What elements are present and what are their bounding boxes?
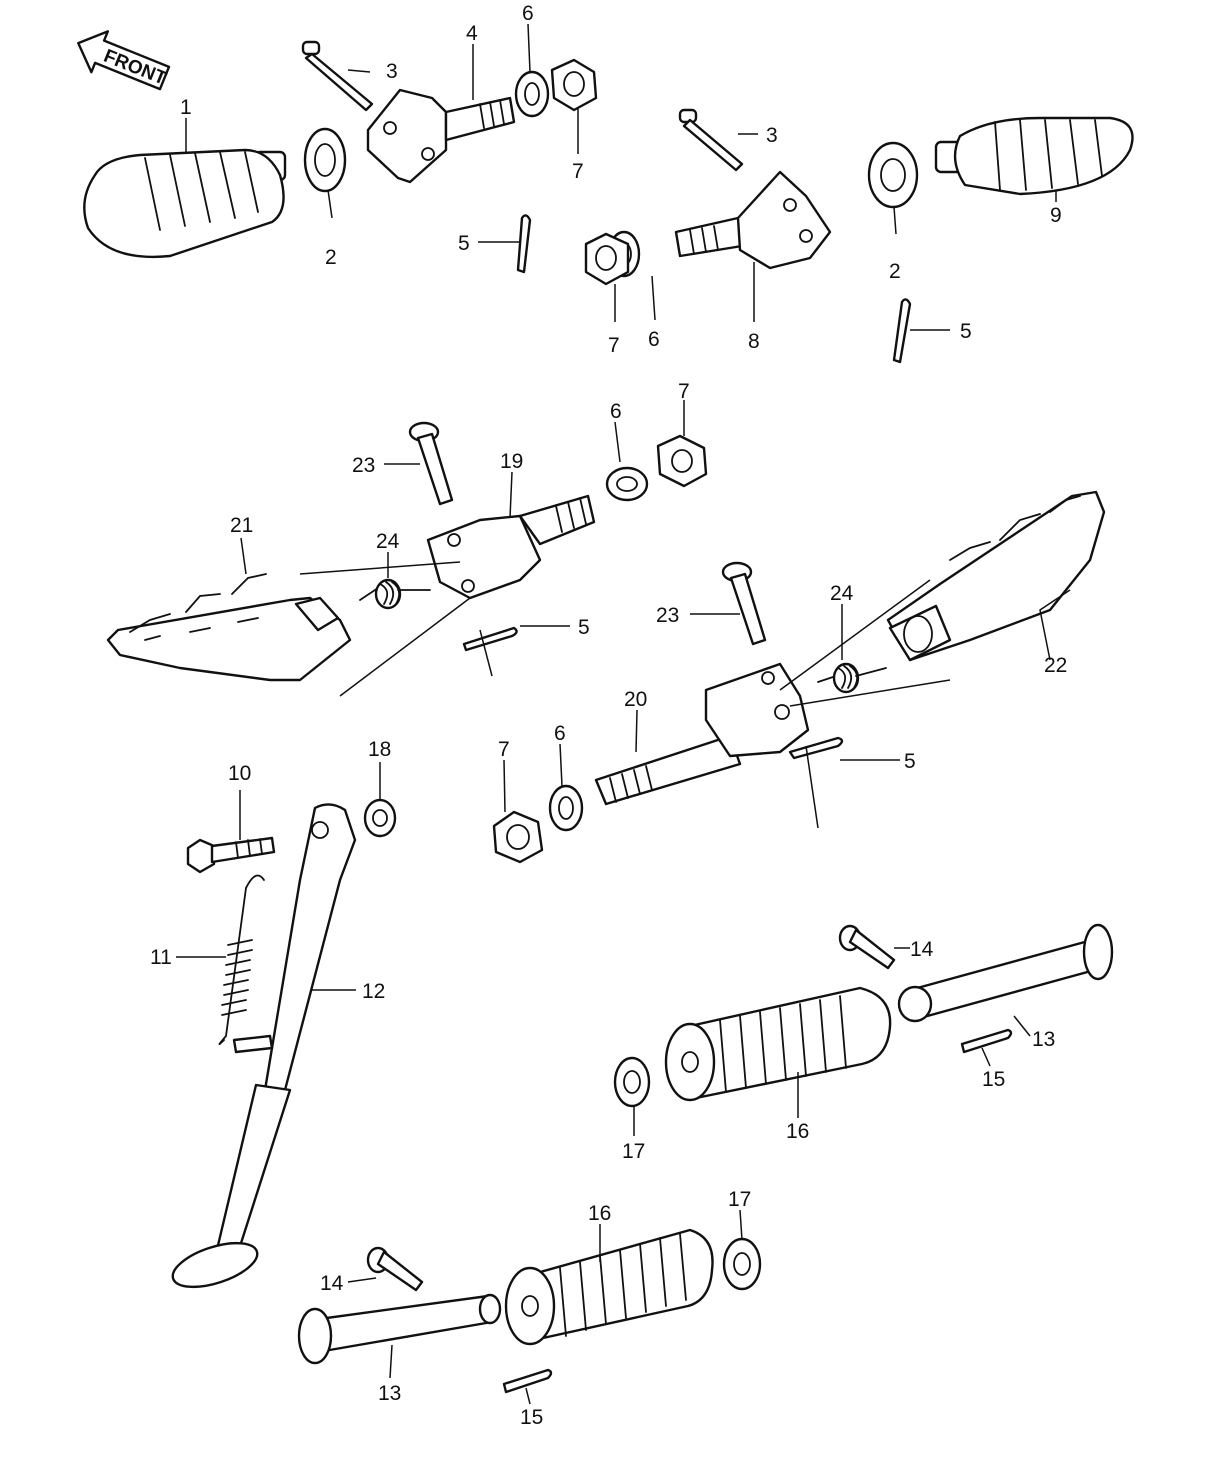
cotter-pin-upper-left (516, 214, 532, 274)
nut-mid-lower (492, 810, 544, 864)
callout-12: 12 (362, 980, 385, 1003)
callout-labels: 1 2 2 3 3 4 5 5 5 5 6 6 6 6 7 7 7 7 8 9 … (150, 2, 1067, 1429)
pivot-pin-upper (838, 924, 896, 970)
stand-spring (218, 874, 265, 1046)
return-spring-right (817, 662, 887, 694)
callout-5: 5 (458, 232, 470, 255)
callout-24: 24 (830, 582, 854, 605)
washer-lower-upper (613, 1056, 651, 1108)
callout-1: 1 (180, 96, 192, 119)
callout-14: 14 (910, 938, 934, 961)
cotter-pin-mid-left (462, 626, 518, 652)
callout-4: 4 (466, 22, 478, 45)
callout-11: 11 (150, 946, 172, 969)
callout-20: 20 (624, 688, 647, 711)
callout-13: 13 (378, 1382, 401, 1405)
clevis-pin-right (721, 561, 767, 646)
nut-top-left (550, 58, 598, 112)
callout-17: 17 (622, 1140, 645, 1163)
leader-lines (176, 23, 1071, 1405)
callout-24: 24 (376, 530, 400, 553)
side-stand (171, 803, 357, 1289)
pin-upper-right (678, 108, 744, 172)
callout-8: 8 (748, 330, 760, 353)
callout-19: 19 (500, 450, 523, 473)
callout-3: 3 (766, 124, 778, 147)
cotter-pin-upper-right (892, 298, 912, 364)
clevis-pin-left (408, 421, 454, 506)
callout-16: 16 (786, 1120, 809, 1143)
callout-14: 14 (320, 1272, 344, 1295)
callout-9: 9 (1050, 204, 1062, 227)
cotter-pin-lower-upper (960, 1028, 1013, 1054)
callout-13: 13 (1032, 1028, 1055, 1051)
stand-pivot-bolt (186, 836, 276, 874)
callout-6: 6 (648, 328, 660, 351)
passenger-step-left (106, 573, 352, 682)
step-rubber-lower (504, 1228, 714, 1346)
footpeg-bracket-right (674, 170, 832, 270)
callout-2: 2 (889, 260, 901, 283)
callout-21: 21 (230, 514, 253, 537)
callout-15: 15 (982, 1068, 1005, 1091)
callout-17: 17 (728, 1188, 751, 1211)
step-shaft-upper (897, 923, 1114, 1023)
nut-top-right (584, 232, 630, 286)
lock-washer-mid-upper (605, 466, 649, 502)
callout-6: 6 (610, 400, 622, 423)
callout-5: 5 (578, 616, 590, 639)
callout-5: 5 (904, 750, 916, 773)
callout-23: 23 (656, 604, 679, 627)
footpeg-bracket-left (366, 88, 516, 184)
callout-7: 7 (498, 738, 510, 761)
passenger-step-right (886, 490, 1106, 662)
front-arrow: FRONT (77, 30, 171, 91)
step-shaft-lower (297, 1293, 502, 1365)
step-bracket-right (594, 662, 810, 806)
nut-mid-upper (656, 434, 708, 488)
callout-3: 3 (386, 60, 398, 83)
return-spring-left (359, 578, 431, 610)
callout-23: 23 (352, 454, 375, 477)
washer-lower-lower (722, 1237, 762, 1291)
callout-15: 15 (520, 1406, 543, 1429)
pivot-pin-lower (366, 1246, 424, 1292)
footpeg-rubber-left (83, 148, 287, 258)
callout-7: 7 (572, 160, 584, 183)
callout-6: 6 (522, 2, 534, 25)
washer-left (303, 127, 347, 193)
callout-10: 10 (228, 762, 251, 785)
pin-upper-left (301, 40, 374, 112)
washer-right (867, 141, 919, 209)
cotter-pin-mid-right (788, 736, 844, 760)
callout-2: 2 (325, 246, 337, 269)
callout-5: 5 (960, 320, 972, 343)
callout-7: 7 (608, 334, 620, 357)
lock-washer-top-left (514, 70, 550, 118)
footpeg-rubber-right (934, 116, 1134, 196)
callout-6: 6 (554, 722, 566, 745)
step-bracket-left (426, 494, 596, 600)
callout-22: 22 (1044, 654, 1067, 677)
cotter-pin-lower-lower (502, 1368, 553, 1394)
callout-18: 18 (368, 738, 391, 761)
callout-16: 16 (588, 1202, 611, 1225)
step-rubber-upper (664, 986, 892, 1102)
callout-7: 7 (678, 380, 690, 403)
lock-washer-mid-lower (548, 784, 584, 832)
collar (363, 798, 397, 838)
